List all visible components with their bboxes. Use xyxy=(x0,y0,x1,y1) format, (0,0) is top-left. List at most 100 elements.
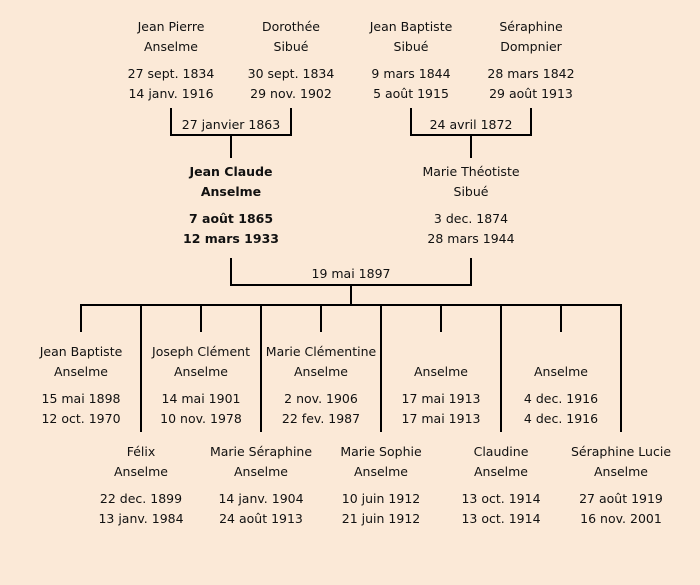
birth-date: 14 mai 1901 xyxy=(161,391,241,406)
death-date: 12 mars 1933 xyxy=(183,231,279,246)
connector-line xyxy=(470,134,472,158)
connector-line xyxy=(380,304,382,432)
death-date: 16 nov. 2001 xyxy=(580,511,662,526)
death-date: 14 janv. 1916 xyxy=(128,86,214,101)
birth-date: 7 août 1865 xyxy=(188,211,274,226)
last-name: Sibué xyxy=(453,184,489,199)
last-name: Dompnier xyxy=(500,39,562,54)
connector-line xyxy=(140,304,142,432)
birth-date: 30 sept. 1834 xyxy=(247,66,335,81)
connector-line xyxy=(530,108,532,136)
birth-date: 10 juin 1912 xyxy=(341,491,421,506)
birth-date: 27 août 1919 xyxy=(579,491,663,506)
connector-line xyxy=(350,284,352,306)
birth-date: 15 mai 1898 xyxy=(41,391,121,406)
last-name: Anselme xyxy=(593,464,649,479)
death-date: 17 mai 1913 xyxy=(401,411,481,426)
first-name: Marie Clémentine xyxy=(265,344,377,359)
last-name: Anselme xyxy=(293,364,349,379)
last-name: Anselme xyxy=(173,364,229,379)
connector-line xyxy=(470,258,472,286)
first-name: Joseph Clément xyxy=(152,344,250,359)
last-name: Anselme xyxy=(233,464,289,479)
last-name: Sibué xyxy=(273,39,309,54)
first-name: Dorothée xyxy=(262,19,320,34)
death-date: 4 dec. 1916 xyxy=(523,411,599,426)
connector-line xyxy=(500,304,502,432)
first-name: Félix xyxy=(126,444,156,459)
connector-line xyxy=(80,304,82,332)
birth-date: 2 nov. 1906 xyxy=(284,391,358,406)
death-date: 22 fev. 1987 xyxy=(281,411,361,426)
marriage-date: 24 avril 1872 xyxy=(429,117,513,132)
connector-line xyxy=(440,304,442,332)
marriage-date: 19 mai 1897 xyxy=(311,266,391,281)
death-date: 24 août 1913 xyxy=(219,511,303,526)
first-name: Jean Pierre xyxy=(137,19,205,34)
connector-line xyxy=(320,304,322,332)
last-name: Anselme xyxy=(413,364,469,379)
last-name: Anselme xyxy=(53,364,109,379)
marriage-date: 27 janvier 1863 xyxy=(181,117,281,132)
last-name: Anselme xyxy=(143,39,199,54)
death-date: 13 janv. 1984 xyxy=(98,511,184,526)
connector-line xyxy=(230,258,232,286)
first-name xyxy=(486,342,636,362)
connector-line xyxy=(200,304,202,332)
first-name: Séraphine xyxy=(499,19,563,34)
death-date: 13 oct. 1914 xyxy=(461,511,541,526)
death-date: 10 nov. 1978 xyxy=(160,411,242,426)
death-date: 29 août 1913 xyxy=(489,86,573,101)
last-name: Anselme xyxy=(533,364,589,379)
connector-line xyxy=(560,304,562,332)
birth-date: 14 janv. 1904 xyxy=(218,491,304,506)
death-date: 28 mars 1944 xyxy=(427,231,515,246)
birth-date: 13 oct. 1914 xyxy=(461,491,541,506)
last-name: Anselme xyxy=(200,184,262,199)
first-name: Marie Théotiste xyxy=(422,164,520,179)
connector-line xyxy=(410,108,412,136)
connector-line xyxy=(170,108,172,136)
first-name: Marie Sophie xyxy=(340,444,422,459)
person-card[interactable]: Anselme 17 mai 1913 17 mai 1913 xyxy=(366,342,516,429)
birth-date: 17 mai 1913 xyxy=(401,391,481,406)
connector-line xyxy=(290,108,292,136)
birth-date: 4 dec. 1916 xyxy=(523,391,599,406)
person-card[interactable]: Anselme 4 dec. 1916 4 dec. 1916 xyxy=(486,342,636,429)
death-date: 12 oct. 1970 xyxy=(41,411,121,426)
first-name: Séraphine Lucie xyxy=(570,444,672,459)
connector-line xyxy=(230,134,232,158)
connector-line xyxy=(260,304,262,432)
first-name: Jean Claude xyxy=(189,164,273,179)
last-name: Sibué xyxy=(393,39,429,54)
connector-line xyxy=(80,304,622,306)
birth-date: 9 mars 1844 xyxy=(371,66,451,81)
birth-date: 28 mars 1842 xyxy=(487,66,575,81)
death-date: 21 juin 1912 xyxy=(341,511,421,526)
first-name: Jean Baptiste xyxy=(39,344,123,359)
first-name: Claudine xyxy=(473,444,529,459)
birth-date: 3 dec. 1874 xyxy=(433,211,509,226)
first-name: Marie Séraphine xyxy=(209,444,313,459)
last-name: Anselme xyxy=(473,464,529,479)
connector-line xyxy=(620,304,622,432)
birth-date: 22 dec. 1899 xyxy=(99,491,183,506)
death-date: 29 nov. 1902 xyxy=(250,86,332,101)
last-name: Anselme xyxy=(113,464,169,479)
birth-date: 27 sept. 1834 xyxy=(127,66,215,81)
first-name: Jean Baptiste xyxy=(369,19,453,34)
